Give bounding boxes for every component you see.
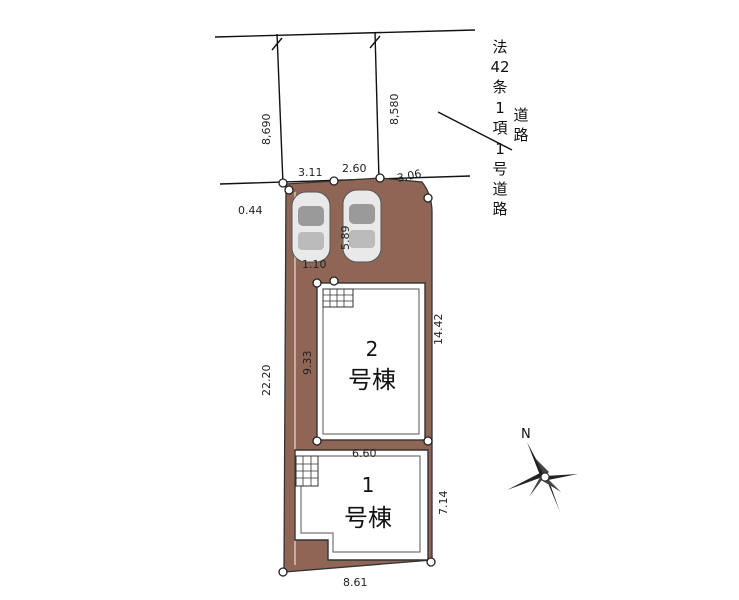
road-label-char: 号 — [492, 160, 507, 178]
road-label-char: 道 — [513, 106, 528, 124]
dim-path-width: 1.10 — [302, 258, 327, 271]
dim-lot1-width: 6.60 — [352, 447, 377, 460]
dim-south-width: 8.61 — [343, 576, 368, 589]
dim-frontage-left: 3.11 — [298, 166, 323, 179]
dim-east-length: 14.42 — [432, 314, 445, 346]
road-label-char: 条 — [492, 78, 507, 96]
building-1-number: 1 — [362, 473, 375, 497]
compass-rose-icon — [507, 442, 578, 512]
dim-west-length: 22.20 — [260, 365, 273, 397]
survey-pins — [278, 173, 436, 577]
building-1-inner — [300, 455, 421, 553]
dim-lot1-depth: 7.14 — [437, 491, 450, 516]
road-label-char: 路 — [513, 126, 528, 144]
dim-frontage-right: 3.06 — [396, 167, 423, 185]
dim-parking-depth: 5.89 — [339, 226, 352, 251]
road-label: 法 42 条 1 項 1 号 道 路 道 路 — [490, 38, 528, 218]
road-label-char: 42 — [490, 58, 509, 76]
road-pointer-line — [437, 111, 513, 151]
building-2-inner — [322, 288, 420, 435]
offset-line-left — [276, 33, 284, 185]
road-label-char: 1 — [495, 140, 505, 158]
building-2-number: 2 — [366, 337, 379, 361]
building-2-suffix: 号棟 — [348, 366, 396, 394]
offset-line-right — [374, 31, 380, 181]
road-label-char: 道 — [492, 180, 507, 198]
stairs-1-icon — [295, 455, 319, 487]
dim-north-right: 8,580 — [388, 94, 401, 126]
dim-corner-offset: 0.44 — [238, 204, 263, 217]
stairs-2-icon — [322, 288, 354, 308]
tick-left — [271, 37, 283, 51]
road-label-char: 路 — [492, 200, 507, 218]
dim-inner-length: 9.33 — [301, 351, 314, 376]
dim-frontage-mid: 2.60 — [342, 162, 367, 175]
road-label-char: 法 — [492, 38, 507, 56]
compass-north-label: N — [521, 427, 531, 442]
road-label-char: 1 — [495, 99, 505, 117]
road-label-char: 項 — [492, 119, 507, 137]
building-2 — [316, 282, 426, 441]
road-edge-line-north — [214, 29, 476, 38]
building-1-suffix: 号棟 — [344, 504, 392, 532]
dim-north-left: 8,690 — [260, 114, 273, 146]
car-left-icon — [291, 191, 331, 263]
tick-right — [369, 35, 381, 49]
car-right-icon — [342, 189, 382, 263]
